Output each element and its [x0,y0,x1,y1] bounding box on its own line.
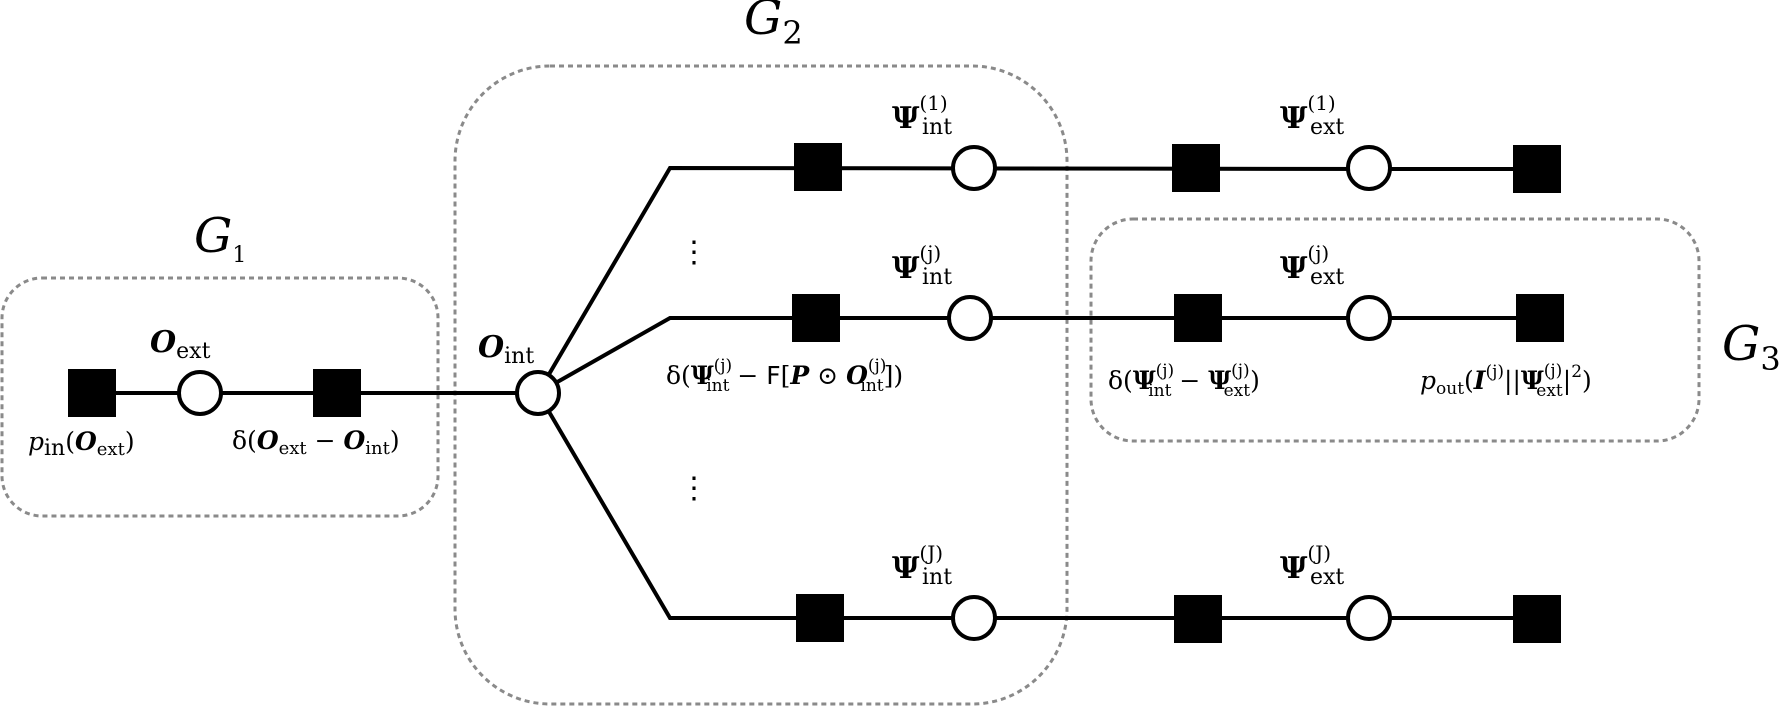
ellipsis-upper: ⋮ [679,235,709,270]
group-g3-label: G3 [1722,316,1781,378]
label-psi-int-j: Ψ(j)int [892,241,952,290]
factor-delta-psi-1 [1172,144,1220,192]
var-psi-int-J [951,595,997,641]
group-g2-label: G2 [744,0,803,52]
factor-delta-fp-j [792,294,840,342]
var-psi-int-j [947,295,993,341]
var-psi-ext-J [1346,595,1392,641]
label-delta-psi-fp: δ(Ψ(j)int − F[P ⊙ O(j)int]) [666,356,903,396]
var-psi-ext-1 [1346,145,1392,191]
label-o-int: Oint [478,330,534,369]
group-g1-label: G1 [194,208,246,268]
factor-p-in [68,369,116,417]
label-p-out: pout(I(j)||Ψ(j)ext|2) [1420,361,1592,401]
factor-delta-psi-J [1174,595,1222,643]
var-psi-ext-j [1346,295,1392,341]
label-o-ext: Oext [150,325,211,364]
label-psi-int-1: Ψ(1)int [892,91,952,140]
edge-oint-branch-J [536,391,1560,620]
edge-oint-branch-1 [536,165,1560,395]
label-psi-ext-1: Ψ(1)ext [1280,91,1344,140]
label-delta-psi: δ(Ψ(j)int − Ψ(j)ext) [1108,361,1260,401]
var-psi-int-1 [951,145,997,191]
factor-nodes [68,143,1564,643]
edges [92,165,1560,620]
factor-delta-fp-1 [794,143,842,191]
group-g3-box [1089,217,1701,443]
label-psi-int-J: Ψ(J)int [892,541,952,590]
label-psi-ext-J: Ψ(J)ext [1280,541,1344,590]
group-g1-box [0,276,440,518]
var-o-int [515,370,561,416]
factor-p-out-j [1516,294,1564,342]
ellipsis-lower: ⋮ [679,471,709,506]
factor-delta-psi-j [1174,294,1222,342]
label-p-in: pin(Oext) [28,427,135,461]
factor-p-out-J [1513,595,1561,643]
factor-delta-fp-J [796,594,844,642]
var-o-ext [177,370,223,416]
variable-nodes [177,145,1392,641]
edge-oint-branch-j [537,316,1540,395]
label-delta-o: δ(Oext − Oint) [232,426,400,459]
factor-delta-o [313,369,361,417]
factor-p-out-1 [1513,145,1561,193]
group-g2-box [453,64,1069,706]
label-psi-ext-j: Ψ(j)ext [1280,241,1344,290]
